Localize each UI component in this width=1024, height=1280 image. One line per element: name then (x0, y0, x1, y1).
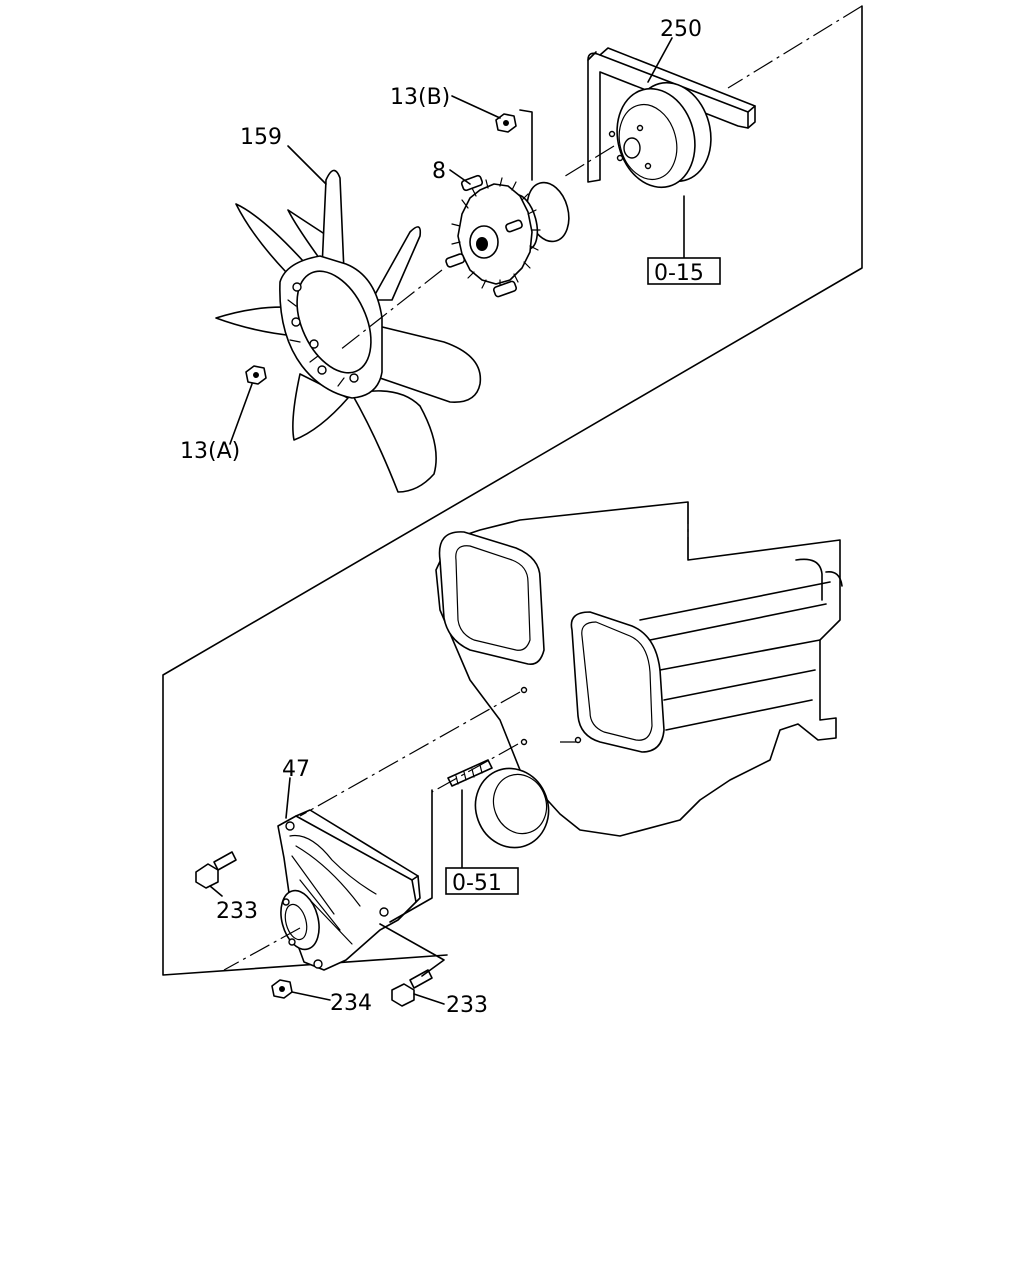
leader-lines (209, 37, 685, 1005)
exploded-view-frame (162, 5, 863, 976)
callout-8: 8 (432, 159, 446, 184)
fan-clutch (445, 174, 570, 298)
callouts: 250 13(B) 159 8 0-15 13(A) 47 0-51 233 2… (180, 17, 721, 1018)
callout-13b: 13(B) (390, 85, 450, 110)
fan-bracket (277, 809, 421, 971)
nut-234 (271, 979, 293, 999)
callout-233-left: 233 (216, 899, 258, 924)
callout-13a: 13(A) (180, 439, 240, 464)
bolt-233-left (195, 851, 237, 889)
callout-box-0-51 (445, 867, 519, 895)
nut-13a (245, 365, 267, 385)
nut-13b (495, 113, 517, 133)
engine-block (435, 501, 843, 849)
callout-234: 234 (330, 991, 372, 1016)
callout-box-0-15 (647, 257, 721, 285)
callout-0-15: 0-15 (654, 261, 704, 286)
drive-belt (587, 47, 756, 183)
callout-250: 250 (660, 17, 702, 42)
callout-233-right: 233 (446, 993, 488, 1018)
cooling-fan (215, 169, 482, 493)
bolt-233-right (391, 969, 433, 1007)
callout-47: 47 (282, 757, 310, 782)
pulley (608, 81, 712, 189)
stud (447, 759, 493, 787)
callout-159: 159 (240, 125, 282, 150)
callout-0-51: 0-51 (452, 871, 502, 896)
